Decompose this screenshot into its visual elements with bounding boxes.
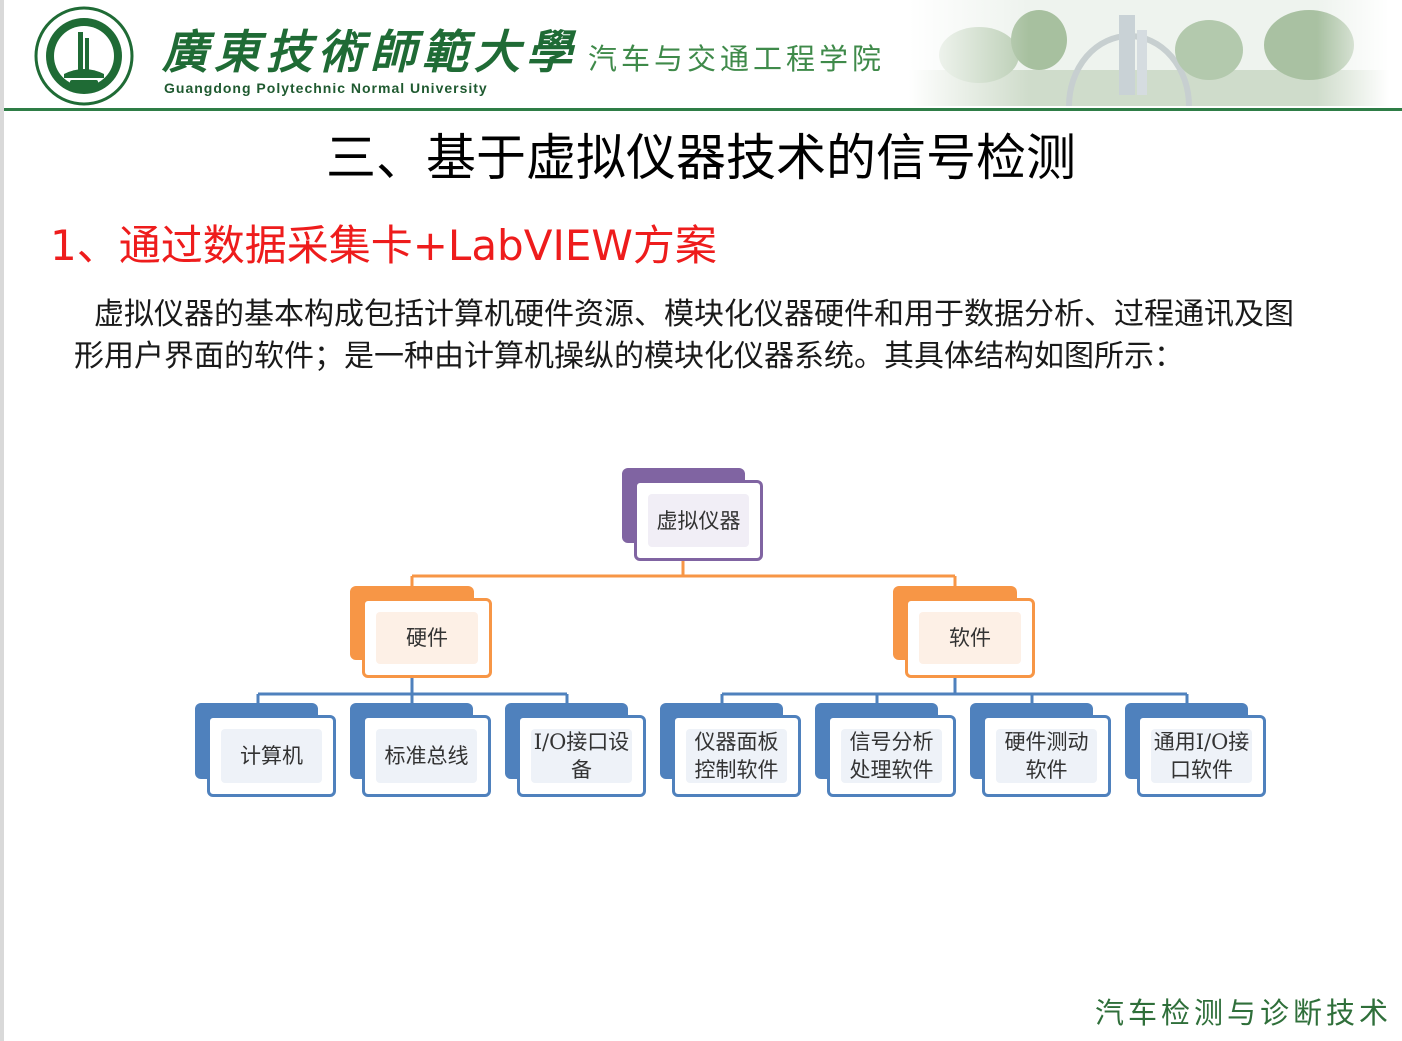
university-name-cn: 廣東技術師範大學	[162, 16, 578, 82]
body-paragraph: 虚拟仪器的基本构成包括计算机硬件资源、模块化仪器硬件和用于数据分析、过程通讯及图…	[74, 294, 1304, 378]
university-logo	[34, 6, 134, 106]
org-node-root: 虚拟仪器	[622, 468, 763, 561]
org-node-signal-analysis-software: 信号分析处理软件	[815, 703, 956, 797]
org-node-panel-control-software: 仪器面板控制软件	[660, 703, 801, 797]
org-node-label: I/O接口设备	[531, 729, 632, 783]
footer-course-name: 汽车检测与诊断技术	[1095, 990, 1392, 1032]
org-node-label: 软件	[919, 612, 1021, 664]
org-node-computer: 计算机	[195, 703, 336, 797]
org-node-hardware: 硬件	[350, 586, 492, 678]
org-node-label: 计算机	[221, 729, 322, 783]
college-name: 汽车与交通工程学院	[588, 36, 885, 78]
org-node-hardware-driver-software: 硬件测动软件	[970, 703, 1111, 797]
header-divider	[4, 108, 1402, 111]
org-node-label: 信号分析处理软件	[841, 729, 942, 783]
section-subtitle: 1、通过数据采集卡+LabVIEW方案	[50, 212, 717, 273]
slide-title: 三、基于虚拟仪器技术的信号检测	[0, 118, 1402, 190]
org-node-label: 标准总线	[376, 729, 477, 783]
org-node-label: 仪器面板控制软件	[686, 729, 787, 783]
org-node-label: 虚拟仪器	[648, 494, 749, 547]
org-node-label: 通用I/O接口软件	[1151, 729, 1252, 783]
university-name-en: Guangdong Polytechnic Normal University	[164, 80, 488, 96]
org-node-label: 硬件测动软件	[996, 729, 1097, 783]
org-node-io-device: I/O接口设备	[505, 703, 646, 797]
org-node-software: 软件	[893, 586, 1035, 678]
org-node-io-interface-software: 通用I/O接口软件	[1125, 703, 1266, 797]
org-node-label: 硬件	[376, 612, 478, 664]
org-node-standard-bus: 标准总线	[350, 703, 491, 797]
campus-photo	[909, 0, 1389, 106]
header: 廣東技術師範大學 Guangdong Polytechnic Normal Un…	[4, 0, 1402, 110]
